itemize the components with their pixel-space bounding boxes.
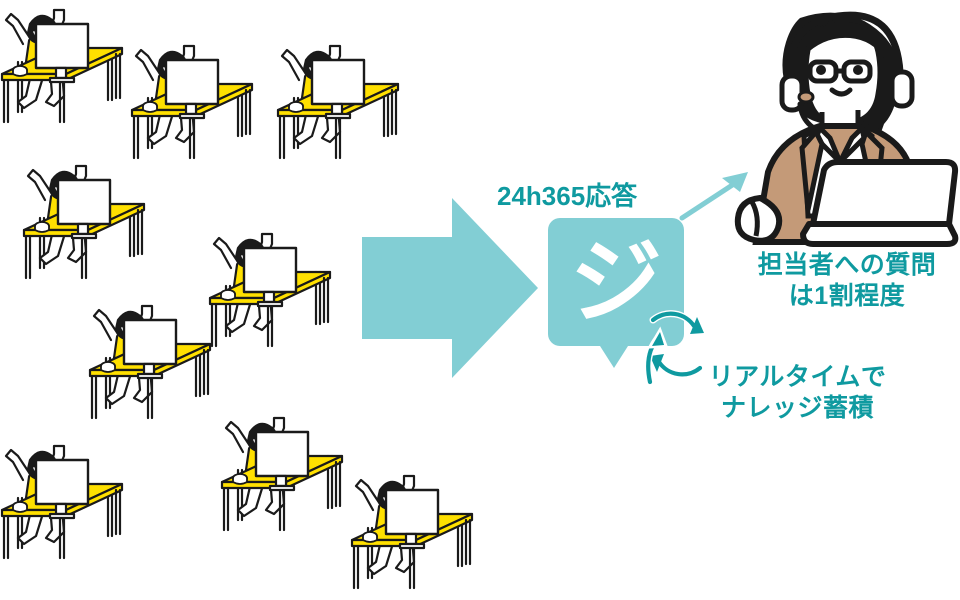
thin-arrow-up-right-icon (679, 172, 748, 221)
employee-at-desk-1 (0, 4, 126, 129)
chatbot-speech-bubble[interactable] (548, 218, 684, 368)
refresh-arc-top (650, 311, 697, 329)
call-center-operator (734, 11, 959, 247)
employee-at-desk-2 (126, 40, 256, 165)
employee-at-desk-7 (216, 412, 346, 537)
employee-at-desk-6 (84, 300, 214, 425)
bubble-uparrow-icon (644, 326, 669, 386)
flow-arrow-right (362, 198, 538, 378)
label-escalation: 担当者への質問 は1割程度 (742, 250, 952, 311)
employee-at-desk-9 (346, 470, 476, 595)
label-availability: 24h365応答 (497, 181, 638, 211)
refresh-arc-bottom (656, 359, 703, 377)
employee-at-desk-3 (272, 40, 402, 165)
employee-at-desk-5 (204, 228, 334, 353)
label-knowledge-line1: リアルタイムで (708, 363, 887, 391)
label-knowledge-line2: ナレッジ蓄積 (720, 393, 874, 422)
label-escalation-line1: 担当者への質問 (757, 251, 937, 279)
label-knowledge: リアルタイムで ナレッジ蓄積 (690, 362, 905, 423)
employee-at-desk-8 (0, 440, 126, 565)
label-escalation-line2: は1割程度 (788, 281, 906, 310)
employee-at-desk-4 (18, 160, 148, 285)
